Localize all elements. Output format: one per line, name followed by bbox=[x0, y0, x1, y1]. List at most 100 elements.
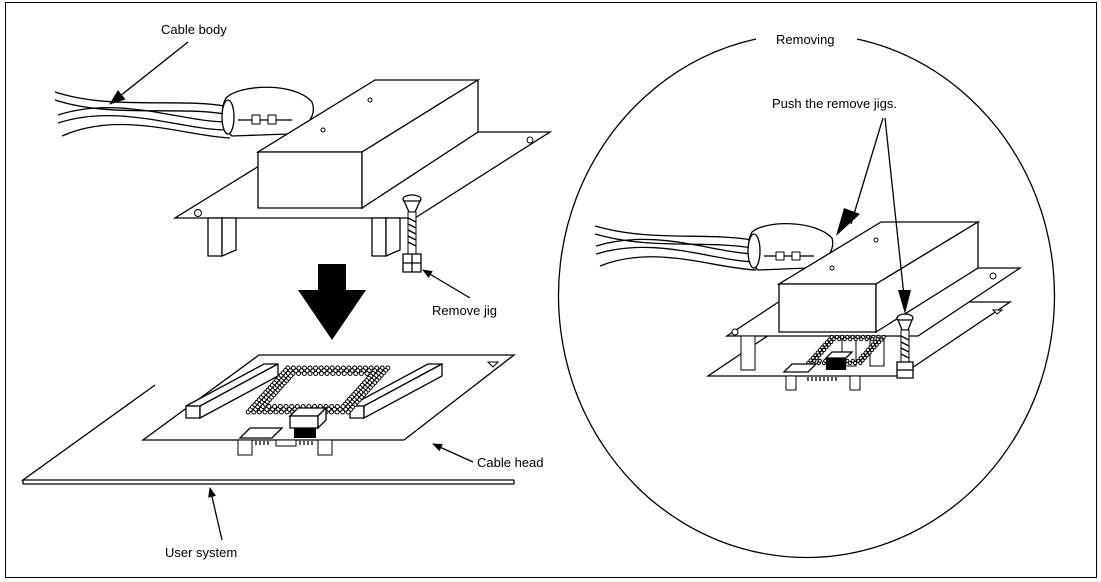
pin-dot bbox=[840, 334, 845, 340]
pin-dot bbox=[277, 404, 283, 409]
pin-dot bbox=[858, 356, 863, 361]
pin-dot bbox=[821, 347, 827, 353]
pin-dot bbox=[296, 371, 302, 376]
pin-dot bbox=[845, 358, 850, 363]
detail-circle-outline bbox=[557, 38, 1056, 559]
cable-ferrite-left bbox=[221, 86, 314, 137]
pin-dot bbox=[829, 339, 834, 344]
pin-dot bbox=[341, 371, 347, 376]
pin-field bbox=[245, 365, 391, 415]
pin-dot bbox=[853, 337, 858, 342]
board-hole bbox=[194, 209, 202, 217]
pin-dot bbox=[879, 337, 884, 342]
cable-body-right bbox=[594, 225, 757, 271]
pin-dot bbox=[864, 337, 869, 342]
label-patch-right bbox=[782, 363, 818, 373]
label-push-jigs: Push the remove jigs. bbox=[772, 96, 897, 111]
pin-dot bbox=[859, 337, 864, 342]
arrowhead-push-jig bbox=[898, 290, 911, 314]
remove-jig-right bbox=[896, 313, 914, 379]
pin-dot bbox=[353, 371, 359, 376]
pin-dot bbox=[340, 404, 346, 409]
pin-dot bbox=[856, 358, 861, 363]
label-cable-head: Cable head bbox=[477, 455, 544, 470]
pin-dot bbox=[814, 356, 819, 361]
arrowhead-push-top bbox=[836, 208, 860, 236]
label-remove-jig: Remove jig bbox=[432, 303, 497, 318]
pin-dot bbox=[318, 371, 324, 376]
pin-dot bbox=[313, 365, 319, 371]
pin-dot bbox=[288, 373, 294, 379]
pin-dot bbox=[283, 404, 289, 409]
head-legs bbox=[237, 439, 333, 456]
down-arrow bbox=[298, 264, 366, 340]
pin-dot bbox=[307, 371, 313, 376]
pin-dot bbox=[817, 353, 822, 358]
pin-dot bbox=[881, 334, 886, 340]
pin-dot bbox=[868, 345, 873, 350]
pin-dot bbox=[845, 334, 850, 340]
pin-dot bbox=[358, 371, 364, 376]
board-corner-mark-right bbox=[991, 309, 1004, 315]
pin-field-right bbox=[806, 334, 886, 366]
cable-body-left bbox=[54, 91, 231, 139]
pin-dot bbox=[334, 404, 340, 409]
label-patch bbox=[238, 427, 284, 439]
socket-rail-left bbox=[185, 362, 279, 420]
pin-dot bbox=[364, 371, 370, 376]
board-hole bbox=[526, 136, 534, 144]
pin-dot bbox=[326, 406, 332, 412]
leader-cable-head bbox=[432, 443, 474, 463]
cable-ferrite-right bbox=[747, 223, 834, 271]
leader-cable-body bbox=[109, 41, 189, 105]
pin-dot bbox=[824, 345, 829, 350]
head-legs-right bbox=[785, 375, 861, 391]
label-removing: Removing bbox=[776, 32, 835, 47]
pin-dot bbox=[808, 358, 813, 363]
pin-dot bbox=[812, 358, 817, 363]
pin-dot bbox=[865, 347, 871, 353]
board-corner-mark bbox=[486, 361, 500, 368]
pin-dot bbox=[329, 404, 335, 409]
leader-remove-jig bbox=[422, 269, 471, 299]
board-spacers-left bbox=[207, 217, 401, 257]
remove-jig-left bbox=[402, 194, 422, 273]
pin-dot bbox=[861, 353, 866, 358]
figure-frame bbox=[5, 2, 1097, 578]
cable-head-assembly bbox=[141, 354, 516, 456]
pin-dot bbox=[837, 337, 842, 342]
pin-dot bbox=[336, 371, 342, 376]
cable-housing-right bbox=[776, 220, 981, 334]
pin-dot bbox=[873, 339, 878, 344]
pin-dot bbox=[848, 337, 853, 342]
pin-dot bbox=[875, 337, 880, 342]
cable-housing-left bbox=[255, 78, 481, 210]
pin-dot bbox=[301, 371, 307, 376]
pin-dot bbox=[289, 404, 295, 409]
pin-dot bbox=[272, 404, 278, 409]
pin-dot bbox=[307, 365, 313, 371]
board-hole bbox=[731, 328, 739, 336]
pin-dot bbox=[847, 360, 853, 366]
leader-push-top bbox=[850, 117, 884, 225]
pin-dot bbox=[817, 358, 822, 363]
pin-dot bbox=[826, 342, 832, 347]
pin-dot bbox=[842, 337, 847, 342]
pin-dot bbox=[330, 371, 336, 376]
upper-assembly-left bbox=[54, 78, 553, 273]
pin-dot bbox=[819, 350, 824, 355]
removing-detail-circle: Removing bbox=[557, 32, 1056, 559]
center-chip bbox=[288, 406, 328, 438]
board-hole bbox=[989, 272, 997, 280]
leader-user-system bbox=[208, 487, 223, 541]
pin-dot bbox=[863, 350, 868, 355]
pin-dot bbox=[324, 371, 330, 376]
leader-push-jig bbox=[884, 117, 905, 297]
label-user-system: User system bbox=[165, 545, 237, 560]
label-cable-body: Cable body bbox=[161, 22, 227, 37]
pin-dot bbox=[266, 404, 272, 409]
user-system-board bbox=[20, 384, 515, 485]
center-chip-right bbox=[824, 351, 854, 370]
